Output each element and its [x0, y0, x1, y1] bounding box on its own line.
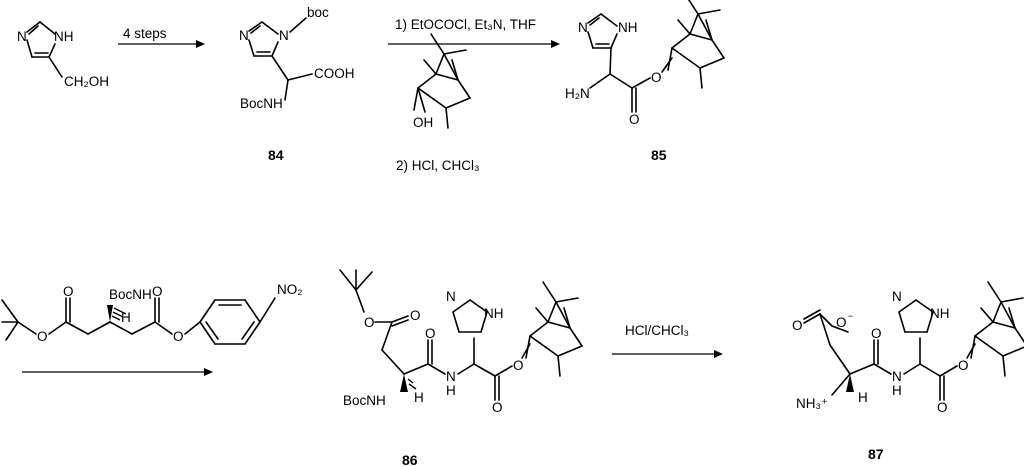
- atom-h: H: [414, 390, 424, 405]
- atom-ch2oh: CH₂OH: [64, 74, 109, 89]
- compound-86-structure: O O O N H BocNH H N NH O O 86: [339, 269, 583, 467]
- borneol-reagent-structure: OH: [413, 33, 471, 130]
- condition-step-2: 2) HCl, CHCl₃: [396, 158, 480, 173]
- atom-o-carbonyl-1: O: [410, 308, 421, 323]
- atom-cooh: COOH: [314, 66, 355, 81]
- compound-label-84: 84: [268, 147, 284, 163]
- compound-label-86: 86: [402, 452, 418, 467]
- atom-nh: NH: [618, 20, 638, 35]
- compound-84-structure: N N boc COOH BocNH 84: [239, 5, 355, 163]
- atom-n-amide: N: [892, 369, 902, 384]
- aspartate-nitrophenyl-ester-structure: BocNH H O O O O NO₂: [1, 282, 303, 345]
- atom-n-amide: N: [446, 369, 456, 384]
- atom-nh3-plus: NH₃⁺: [796, 396, 828, 411]
- atom-n: N: [892, 289, 902, 304]
- atom-o-ester: O: [651, 70, 662, 85]
- atom-o4: O: [173, 329, 184, 344]
- atom-n: N: [578, 20, 588, 35]
- reaction-arrow-3: [22, 368, 213, 376]
- reaction-arrow-4: HCl/CHCl₃: [612, 323, 723, 358]
- atom-o-ester: O: [513, 358, 524, 373]
- atom-o1: O: [37, 329, 48, 344]
- atom-o2: O: [63, 284, 74, 299]
- compound-85-structure: N NH H₂N O O 85: [565, 0, 725, 163]
- imidazole-methanol-structure: N NH CH₂OH: [17, 21, 109, 89]
- atom-o-tbu: O: [364, 315, 375, 330]
- atom-o-ester: O: [958, 358, 969, 373]
- reaction-arrow-2: 1) EtOCOCl, Et₃N, THF OH 2) HCl, CHCl₃: [388, 17, 560, 173]
- atom-n-boc: N: [279, 28, 289, 43]
- compound-label-87: 87: [868, 446, 884, 462]
- atom-oh: OH: [413, 115, 433, 130]
- atom-h2n: H₂N: [565, 86, 590, 101]
- atom-o-minus: O: [836, 315, 847, 330]
- atom-boc: boc: [307, 5, 329, 20]
- atom-bocnh: BocNH: [240, 96, 283, 111]
- atom-h: H: [858, 390, 868, 405]
- atom-bocnh: BocNH: [343, 393, 386, 408]
- atom-o-amide: O: [425, 326, 436, 341]
- atom-nh: NH: [930, 306, 950, 321]
- condition-step-1: 1) EtOCOCl, Et₃N, THF: [395, 17, 536, 32]
- atom-o-carbonyl-1: O: [792, 318, 803, 333]
- atom-h-amide: H: [446, 383, 456, 398]
- compound-87-structure: O O − O N H NH₃⁺ H N NH O O 87: [792, 281, 1024, 462]
- atom-bocnh: BocNH: [109, 287, 152, 302]
- atom-h-amide: H: [892, 383, 902, 398]
- atom-o3: O: [152, 284, 163, 299]
- atom-nh: NH: [54, 29, 74, 44]
- atom-nh: NH: [484, 306, 504, 321]
- arrow-label-4-steps: 4 steps: [123, 26, 167, 41]
- atom-o-carbonyl-2: O: [937, 400, 948, 415]
- atom-n: N: [17, 29, 27, 44]
- arrow-label-hcl-chcl3: HCl/CHCl₃: [625, 323, 689, 338]
- atom-n: N: [239, 28, 249, 43]
- charge-minus: −: [848, 311, 853, 321]
- atom-o-carbonyl-2: O: [492, 400, 503, 415]
- reaction-arrow-1: 4 steps: [118, 26, 205, 48]
- atom-h: H: [121, 310, 131, 325]
- atom-o-amide: O: [871, 326, 882, 341]
- atom-no2: NO₂: [277, 282, 303, 297]
- atom-n: N: [446, 289, 456, 304]
- atom-o-carbonyl: O: [629, 112, 640, 127]
- compound-label-85: 85: [651, 147, 667, 163]
